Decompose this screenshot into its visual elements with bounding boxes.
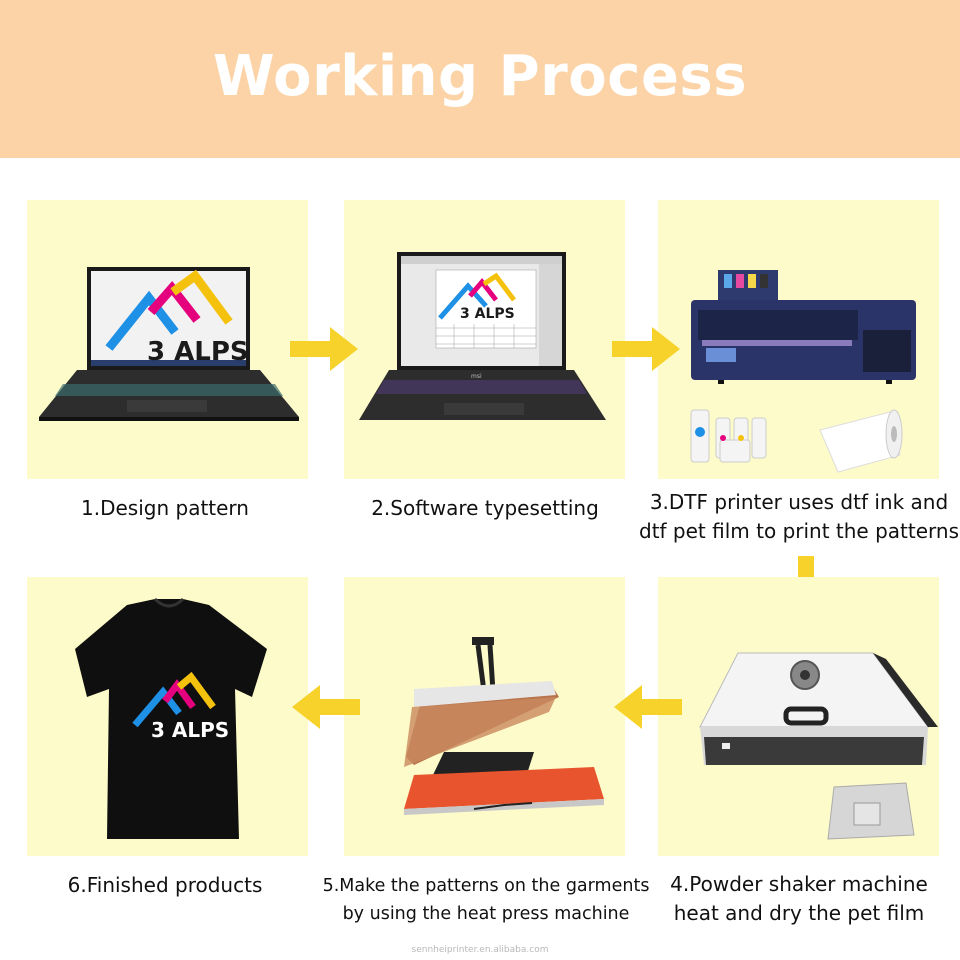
step-2-caption: 2.Software typesetting xyxy=(371,496,599,520)
step-3-caption: 3.DTF printer uses dtf ink and dtf pet f… xyxy=(639,490,959,543)
laptop-software-image: 3 ALPS msi xyxy=(359,252,606,420)
step-5-caption: 5.Make the patterns on the garments by u… xyxy=(322,876,650,924)
step-3-panel xyxy=(658,200,939,479)
laptop-design-image: 3 ALPS xyxy=(39,267,299,421)
step-4-caption: 4.Powder shaker machine heat and dry the… xyxy=(670,872,928,925)
step-6-caption: 6.Finished products xyxy=(67,873,263,897)
logo-text: 3 ALPS xyxy=(147,337,249,367)
black-tshirt-image: 3 ALPS xyxy=(75,597,267,839)
header-banner: Working Process xyxy=(0,0,960,158)
logo-text: 3 ALPS xyxy=(151,718,229,742)
arrow-left-icon xyxy=(292,685,360,729)
step-1-caption: 1.Design pattern xyxy=(81,496,249,520)
step-5-panel xyxy=(344,577,625,856)
watermark: sennheiprinter.en.alibaba.com xyxy=(411,945,549,955)
step-2-panel: 3 ALPS msi xyxy=(344,200,625,479)
dtf-printer-image xyxy=(690,270,916,473)
arrow-right-icon xyxy=(612,327,680,371)
logo-text: 3 ALPS xyxy=(460,306,515,322)
step-6-panel: 3 ALPS xyxy=(27,577,308,856)
page-title: Working Process xyxy=(212,44,748,109)
arrow-right-icon xyxy=(290,327,358,371)
heat-press-image xyxy=(404,637,604,815)
arrow-left-icon xyxy=(614,685,682,729)
step-4-panel xyxy=(658,577,939,856)
powder-shaker-image xyxy=(699,652,938,840)
step-1-panel: 3 ALPS xyxy=(27,200,308,479)
laptop-brand: msi xyxy=(471,373,482,380)
